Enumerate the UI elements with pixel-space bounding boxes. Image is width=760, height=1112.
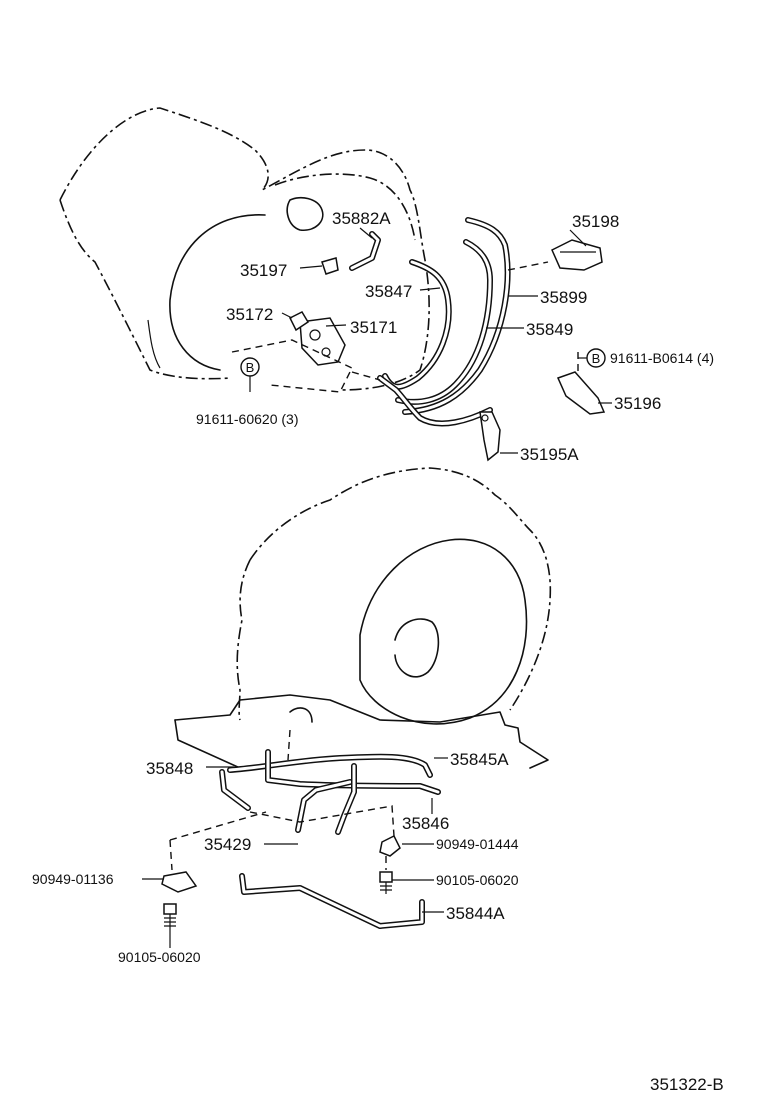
label-90949-01136: 90949-01136	[32, 871, 114, 887]
label-35198: 35198	[572, 212, 619, 231]
lower-transmission-housing	[174, 467, 552, 769]
label-90105-06020-left: 90105-06020	[118, 949, 201, 965]
callout-b-left: B	[240, 357, 260, 377]
label-35845A: 35845A	[450, 750, 509, 769]
upper-brackets	[288, 239, 606, 462]
label-35849: 35849	[526, 320, 573, 339]
label-35196: 35196	[614, 394, 661, 413]
label-35848: 35848	[146, 759, 193, 778]
lower-dashed-guides	[169, 729, 395, 871]
callout-b-right: B	[586, 348, 606, 368]
label-90105-06020-right: 90105-06020	[436, 872, 519, 888]
label-35172: 35172	[226, 305, 273, 324]
upper-dashed-guides	[231, 261, 579, 393]
label-35844A: 35844A	[446, 904, 505, 923]
figure-code: 351322-B	[650, 1075, 724, 1094]
label-35195A: 35195A	[520, 445, 579, 464]
label-35171: 35171	[350, 318, 397, 337]
label-35429: 35429	[204, 835, 251, 854]
callout-b-right-text: B	[592, 351, 601, 366]
label-35846: 35846	[402, 814, 449, 833]
label-35847: 35847	[365, 282, 412, 301]
upper-pipes	[349, 217, 511, 427]
lower-fasteners	[161, 834, 401, 930]
leader-lines	[142, 227, 612, 948]
callout-b-left-text: B	[246, 360, 255, 375]
part-labels: 35882A 35197 35847 35172 35171 35198 358…	[32, 209, 714, 965]
label-35899: 35899	[540, 288, 587, 307]
label-90949-01444: 90949-01444	[436, 836, 519, 852]
label-35882A: 35882A	[332, 209, 391, 228]
label-91611-B0614: 91611-B0614 (4)	[610, 350, 714, 366]
lower-pipes	[219, 749, 441, 929]
label-35197: 35197	[240, 261, 287, 280]
label-91611-60620: 91611-60620 (3)	[196, 411, 298, 427]
upper-transmission-housing	[59, 107, 430, 391]
